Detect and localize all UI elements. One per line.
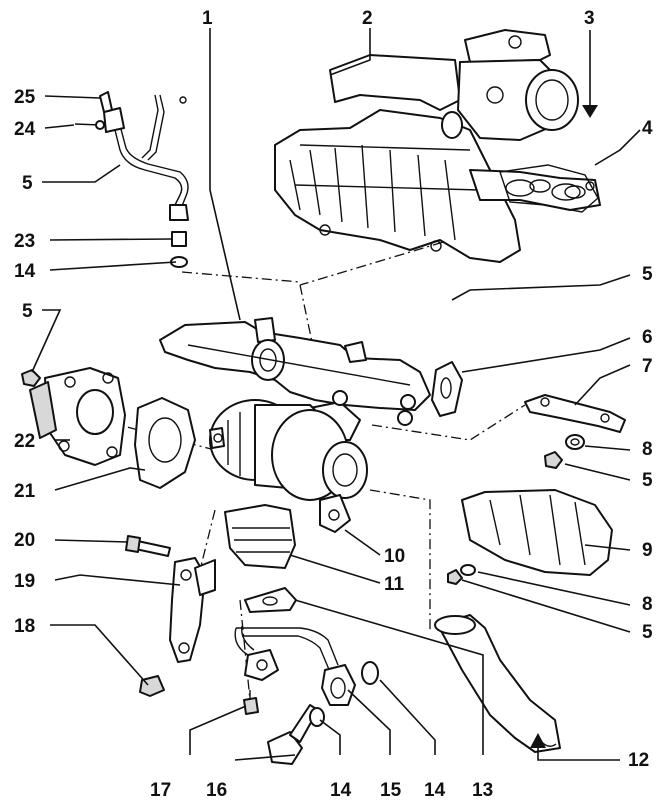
callout-25: 25 (14, 87, 36, 108)
callout-2: 2 (362, 8, 373, 29)
callout-8-upper: 8 (642, 439, 653, 460)
callout-22: 22 (14, 431, 35, 452)
callout-16: 16 (206, 780, 227, 801)
small-fittings (74, 91, 188, 268)
callout-6: 6 (642, 327, 653, 348)
intake-manifold (274, 54, 601, 263)
callout-9: 9 (642, 540, 653, 561)
callout-14-bottom: 14 (330, 780, 352, 801)
outlet-elbow (224, 504, 296, 569)
callout-10: 10 (384, 546, 405, 567)
callout-17: 17 (150, 780, 171, 801)
callout-5-upper-right: 5 (642, 264, 653, 285)
callout-14-right: 14 (424, 780, 446, 801)
oil-return-pipe (234, 625, 356, 706)
callout-13: 13 (472, 780, 493, 801)
mount-bolt (139, 675, 165, 697)
bracket-bolt (125, 535, 171, 557)
flow-arrows (530, 30, 620, 761)
callout-5-lower-right: 5 (642, 622, 653, 643)
support-bracket (169, 557, 216, 663)
callout-3: 3 (584, 8, 595, 29)
turbocharger (209, 399, 368, 533)
flange-gasket (134, 397, 196, 489)
heat-shield (461, 489, 613, 576)
callout-1: 1 (202, 8, 213, 29)
callout-24: 24 (14, 119, 36, 140)
intake-hose (434, 614, 561, 753)
callout-19: 19 (14, 571, 35, 592)
exhaust-flange (29, 367, 126, 466)
callout-14-left: 14 (14, 261, 36, 282)
callout-4: 4 (642, 118, 653, 139)
callout-5-mid-right: 5 (642, 470, 653, 491)
callout-12: 12 (628, 750, 649, 771)
return-gasket (244, 587, 297, 613)
callout-5-left: 5 (22, 301, 33, 322)
right-fasteners (21, 369, 585, 585)
callout-5-upper-left: 5 (22, 173, 33, 194)
oil-feed-pipe (103, 94, 189, 221)
callout-21: 21 (14, 481, 36, 502)
leader-lines (31, 28, 641, 761)
manifold-gasket (499, 164, 599, 213)
callout-8-lower: 8 (642, 594, 653, 615)
callout-11: 11 (384, 574, 405, 595)
pipe-gasket (431, 361, 463, 417)
flange-stud (243, 690, 259, 715)
callout-23: 23 (14, 231, 35, 252)
egr-valve (441, 29, 579, 141)
callout-18: 18 (14, 616, 35, 637)
callout-7: 7 (642, 356, 653, 377)
callout-15: 15 (380, 780, 402, 801)
heat-shield-bracket (524, 394, 626, 433)
sealing-washers (309, 661, 379, 727)
callout-20: 20 (14, 530, 35, 551)
callout-labels: 1 2 3 4 5 6 7 8 5 9 8 5 12 10 11 13 14 1… (14, 8, 653, 801)
